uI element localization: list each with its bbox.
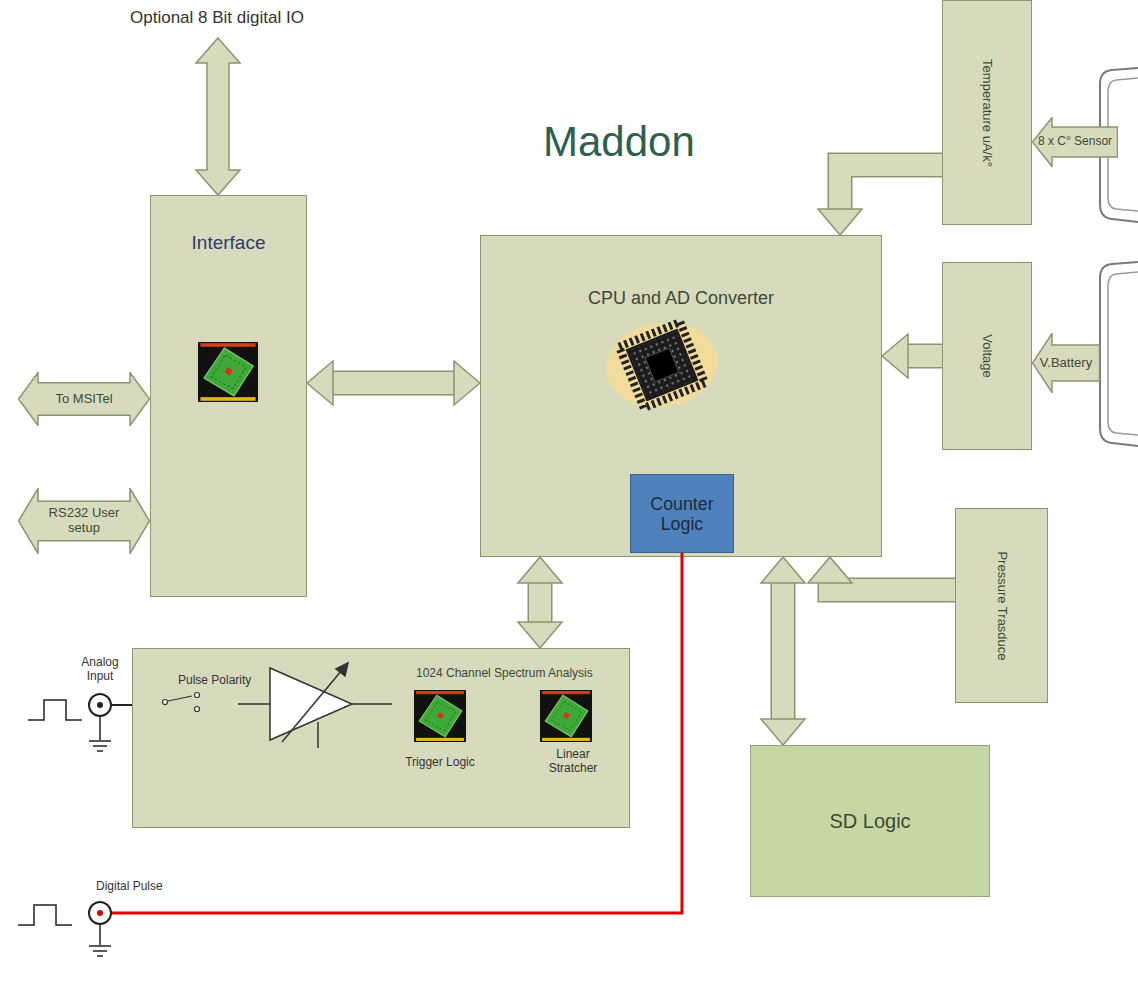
sd-box: SD Logic bbox=[750, 745, 990, 897]
node-text: Temperature uA/k° bbox=[980, 59, 995, 167]
amplifier-symbol bbox=[238, 663, 392, 748]
block-arrow bbox=[307, 361, 480, 405]
block-arrow bbox=[761, 557, 805, 745]
node-text: 8 x C° Sensor bbox=[1038, 135, 1112, 149]
cpu-icon bbox=[601, 316, 724, 415]
part-name: Pulse Polarity bbox=[178, 674, 251, 688]
block-arrow bbox=[518, 557, 562, 648]
node-text: Pressure Trasduce bbox=[994, 551, 1009, 660]
node-text: CPU and AD Converter bbox=[588, 288, 774, 309]
bnc-connector bbox=[89, 902, 111, 924]
sensor-box: Temperature uA/k° bbox=[942, 0, 1032, 225]
diagram-title: Maddon bbox=[543, 118, 695, 166]
connector-shell bbox=[1100, 262, 1138, 446]
node-text: Counter Logic bbox=[636, 493, 728, 534]
ground-symbol bbox=[99, 924, 101, 945]
ground-symbol bbox=[99, 716, 101, 740]
pulse-symbol bbox=[18, 905, 72, 925]
pulse-symbol bbox=[28, 700, 82, 720]
node-text: Interface bbox=[192, 232, 266, 254]
chip-icon bbox=[414, 690, 466, 742]
node-text: RS232 User setup bbox=[42, 506, 126, 536]
node-text: 1024 Channel Spectrum Analysis bbox=[416, 667, 593, 681]
chip-icon bbox=[198, 342, 258, 402]
signal-wire bbox=[111, 553, 682, 913]
chip-icon bbox=[540, 690, 592, 742]
io-label: Optional 8 Bit digital IO bbox=[130, 8, 304, 28]
part-name: Linear Stratcher bbox=[532, 748, 614, 776]
bnc-connector bbox=[89, 694, 111, 716]
input-arrow: V.Battery bbox=[1032, 333, 1100, 393]
io-arrow bbox=[196, 38, 240, 195]
switch-symbol bbox=[163, 693, 200, 712]
node-text: V.Battery bbox=[1040, 356, 1092, 371]
counter-box: Counter Logic bbox=[630, 474, 734, 553]
node-text: Voltage bbox=[980, 334, 995, 377]
block-arrow bbox=[818, 165, 942, 235]
node-text: To MSITel bbox=[55, 392, 112, 407]
port-arrow: RS232 User setup bbox=[18, 488, 150, 554]
signal-name: Digital Pulse bbox=[96, 880, 163, 894]
signal-name: Analog Input bbox=[74, 656, 126, 684]
block-arrow bbox=[808, 557, 955, 590]
sensor-box: Pressure Trasduce bbox=[955, 508, 1048, 703]
block-arrow bbox=[882, 334, 942, 378]
connector-shell bbox=[1108, 272, 1138, 435]
sensor-box: Voltage bbox=[942, 262, 1032, 450]
input-arrow: 8 x C° Sensor bbox=[1032, 117, 1118, 167]
port-arrow: To MSITel bbox=[18, 372, 150, 426]
wire bbox=[111, 704, 132, 706]
node-text: SD Logic bbox=[829, 810, 910, 833]
part-name: Trigger Logic bbox=[404, 756, 476, 770]
